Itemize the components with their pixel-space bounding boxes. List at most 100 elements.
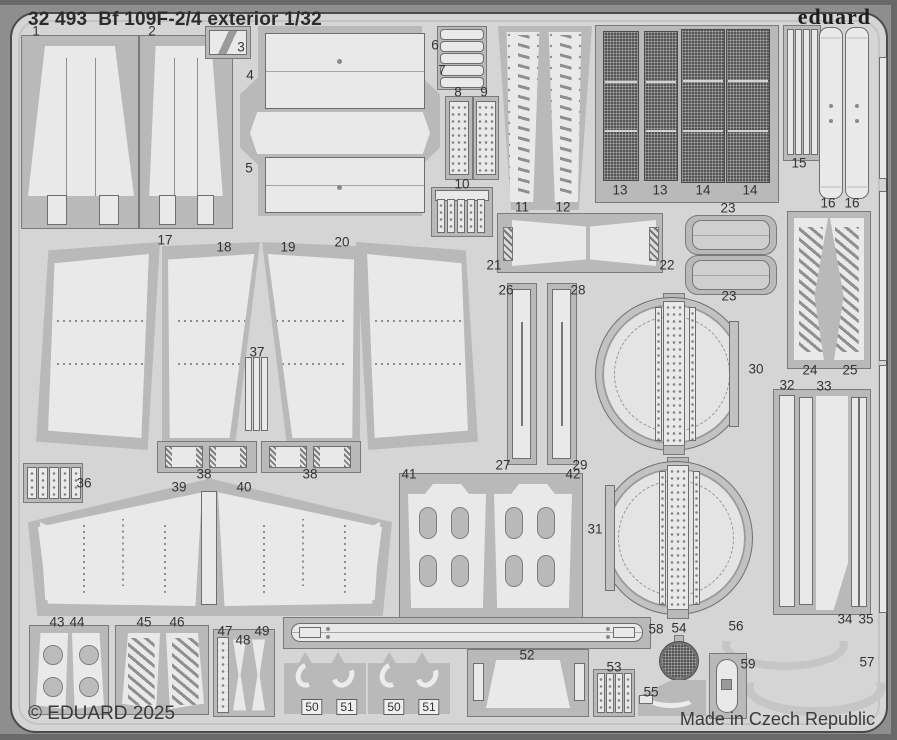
part-10-tooth: [437, 199, 445, 233]
part-36-cell: [38, 467, 48, 499]
part-15-strip: [811, 29, 818, 155]
part-37-strip: [253, 357, 260, 431]
part-15-strip: [795, 29, 802, 155]
part-11-shape: [506, 32, 540, 202]
part-6-strip: [440, 41, 484, 52]
part-36-cell: [71, 467, 81, 499]
part-16-shape: [819, 27, 843, 199]
part-10-tooth: [457, 199, 465, 233]
part-53-strip: [597, 673, 605, 713]
part-52-side-tab: [574, 663, 585, 701]
rivet-hole: [855, 119, 859, 123]
part-47-shape: [217, 637, 229, 713]
part-35-shape: [859, 397, 867, 607]
part-6-strip: [440, 53, 484, 64]
part-31-tab: [667, 609, 689, 619]
part-49-shape: [252, 639, 265, 711]
part-8-shape: [449, 101, 469, 175]
background-band-top: [0, 0, 897, 5]
chevron-center-strip: [201, 491, 217, 605]
part-6-strip: [440, 29, 484, 40]
part-31-center-band: [667, 465, 689, 611]
part-25-shape: [830, 218, 864, 360]
part-33-panel: [816, 396, 848, 610]
part-37-strip: [261, 357, 268, 431]
copyright-text: © EDUARD 2025: [28, 703, 176, 724]
part-30-strip: [655, 307, 662, 441]
part-41-shape: [408, 484, 486, 608]
part-45-shape: [122, 633, 160, 709]
part-13-mesh: [644, 31, 678, 181]
part-3-shape: [209, 30, 247, 55]
part-42-shape: [494, 484, 572, 608]
oval-cutout: [505, 507, 523, 539]
part-17-shape: [48, 254, 149, 438]
part-53-strip: [615, 673, 623, 713]
rivet-hole: [337, 59, 342, 64]
part-22-shape: [590, 220, 656, 266]
part-21-shape: [512, 220, 586, 266]
part-12-shape: [548, 32, 582, 202]
circle-cutout: [43, 645, 63, 665]
part-32-shape: [779, 395, 795, 607]
part-30-flat-bar: [729, 321, 739, 427]
part-30-strip: [689, 307, 696, 441]
part-59-window: [721, 679, 732, 690]
edge-strip: [879, 57, 887, 179]
part-33-shape: [799, 397, 813, 605]
part-2-shape: [149, 46, 223, 196]
hatch-tab: [649, 227, 659, 261]
part-10-bar: [435, 190, 489, 201]
part-2-foot: [159, 195, 176, 225]
edge-strip: [879, 191, 887, 361]
part-9-shape: [476, 101, 496, 175]
oval-cutout: [451, 555, 469, 587]
sheet-header: 32 493 Bf 109F-2/4 exterior 1/32: [28, 9, 322, 31]
oval-cutout: [419, 555, 437, 587]
part-38-shape: [209, 446, 247, 468]
rivet-hole: [337, 185, 342, 190]
rivet-hole: [855, 104, 859, 108]
oval-cutout: [537, 555, 555, 587]
part-14-mesh: [726, 29, 770, 183]
part-13-mesh: [603, 31, 639, 181]
oval-cutout: [419, 507, 437, 539]
part-10-tooth: [467, 199, 475, 233]
part-58-fitting: [613, 627, 635, 638]
part-36-cell: [49, 467, 59, 499]
part-1-shape: [28, 46, 134, 196]
part-7-strip: [440, 77, 484, 88]
part-39-shape: [38, 492, 202, 606]
rivet-hole: [606, 635, 610, 639]
part-38-shape: [269, 446, 307, 468]
part-30-flat-edge: [734, 322, 750, 426]
part-36-cell: [60, 467, 70, 499]
circle-cutout: [79, 645, 99, 665]
rivet-hole: [606, 627, 610, 631]
part-46-shape: [166, 633, 204, 709]
part-4-5-mid-shape: [250, 112, 430, 154]
background-band-bottom: [0, 734, 897, 740]
part-54-stem: [674, 635, 684, 645]
part-23-shape: [692, 260, 770, 290]
part-54-disc: [659, 641, 699, 681]
part-53-strip: [606, 673, 614, 713]
part-58-shape: [291, 623, 643, 642]
part-43-shape: [36, 633, 68, 709]
part-4-shape: [265, 33, 425, 109]
part-55-curve: [646, 688, 696, 708]
part-23-shape: [692, 220, 770, 250]
part-10-tooth: [447, 199, 455, 233]
oval-cutout: [537, 507, 555, 539]
part-14-mesh: [681, 29, 725, 183]
circle-cutout: [79, 677, 99, 697]
catalog-number: 32 493: [28, 9, 88, 30]
part-36-cell: [27, 467, 37, 499]
edge-strip: [879, 365, 887, 613]
oval-cutout: [505, 555, 523, 587]
part-30-center-band: [663, 301, 685, 447]
origin-text: Made in Czech Republic: [679, 709, 875, 729]
brand-logo: eduard: [797, 4, 871, 29]
rivet-hole: [829, 119, 833, 123]
part-2-foot: [197, 195, 214, 225]
